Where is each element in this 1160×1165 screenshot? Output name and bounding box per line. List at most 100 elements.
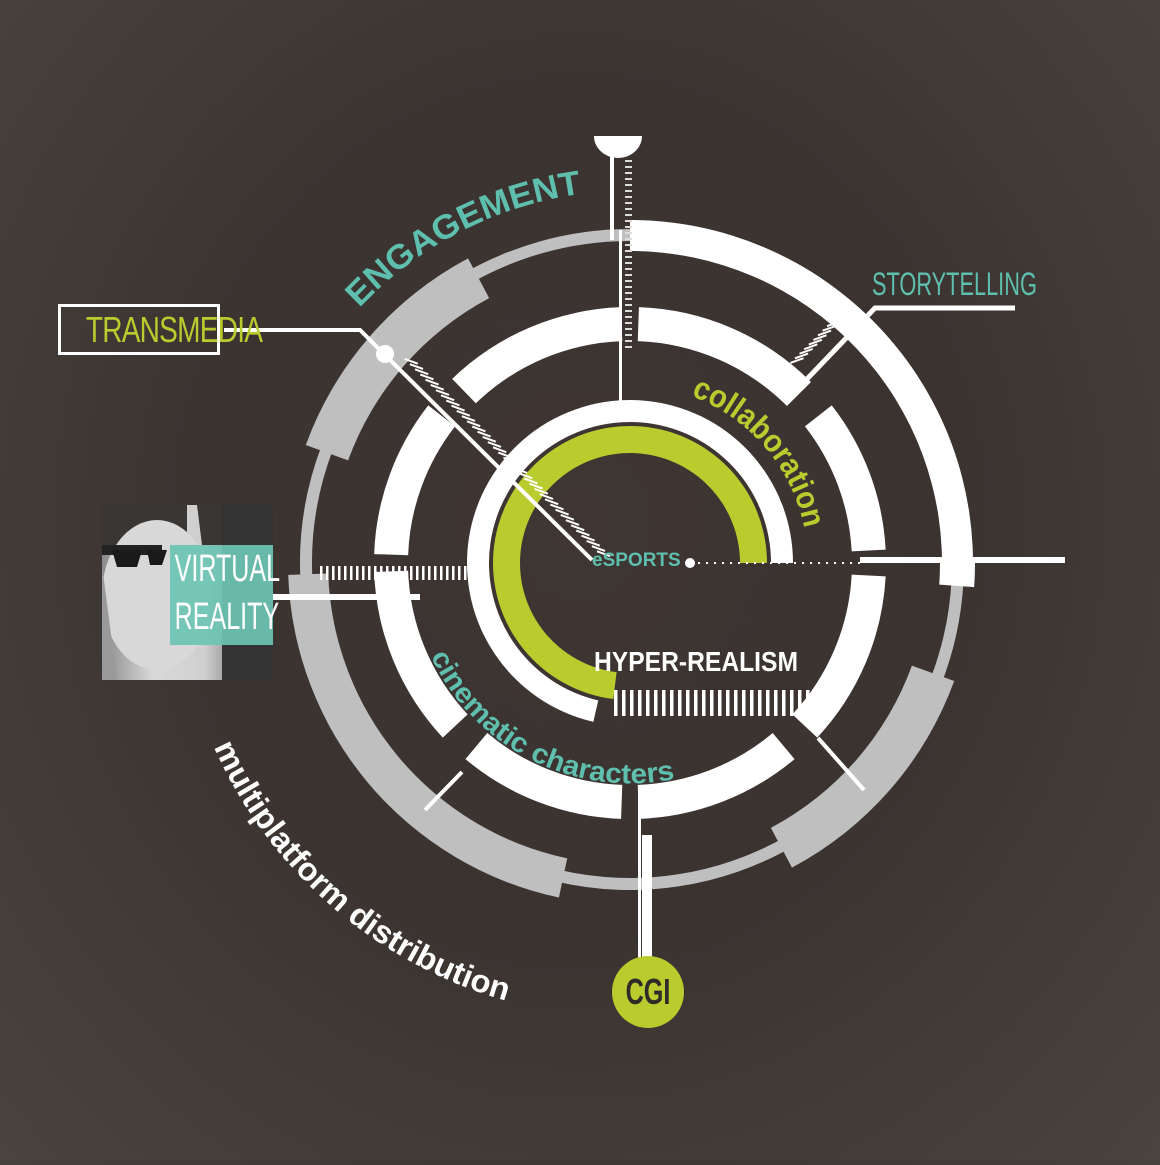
lower-right-line [816, 736, 866, 792]
right-axis-line [860, 557, 1065, 563]
hyper-realism-label-wrap: HYPER-REALISM [594, 646, 826, 678]
cgi-stem [638, 790, 641, 960]
esports-node [685, 558, 695, 568]
hyper-realism-tick [686, 690, 690, 716]
vr-tick [368, 566, 371, 580]
top-ladder-tick [625, 334, 632, 336]
hyper-realism-tick [790, 690, 794, 716]
transmedia-hatch [404, 357, 419, 365]
transmedia-hatch [492, 446, 507, 454]
transmedia-hatch [544, 498, 559, 506]
rings-group [288, 220, 975, 898]
storytelling-hatch [803, 343, 818, 351]
storytelling-hatch [822, 325, 837, 332]
middle-ring-segment [374, 405, 456, 556]
storytelling-hatch [794, 352, 809, 360]
hyper-realism-tick [638, 690, 642, 716]
vr-tick [332, 566, 335, 580]
transmedia-label: TRANSMEDIA [85, 309, 263, 350]
transmedia-hatch [596, 550, 611, 558]
hyper-realism-tick [654, 690, 658, 716]
transmedia-hatch [409, 363, 424, 370]
transmedia-hatch [503, 456, 517, 464]
storytelling-label: STORYTELLING [872, 266, 1037, 302]
hyper-realism-tick [750, 690, 754, 716]
cgi-label: CGI [625, 971, 671, 1012]
hyper-realism-tick [718, 690, 722, 716]
hyper-realism-tick [782, 690, 786, 716]
vr-tick [452, 566, 455, 580]
transmedia-hatch [471, 425, 486, 433]
transmedia-hatch [570, 524, 585, 532]
top-ladder-tick [625, 190, 632, 192]
transmedia-hatch [456, 410, 471, 417]
top-ladder-tick [625, 274, 632, 276]
vr-tick [320, 566, 323, 580]
transmedia-node [376, 345, 394, 363]
vr-tick [392, 566, 395, 580]
middle-ring-segment [465, 733, 623, 819]
outer-white-arc [630, 220, 973, 581]
cgi-badge: CGI [612, 956, 684, 1028]
virtual-reality-label-box: VIRTUAL REALITY [170, 545, 281, 645]
transmedia-hatch [461, 415, 476, 422]
gray-ring-thin-left [300, 444, 334, 587]
middle-ring-segment [804, 405, 886, 552]
transmedia-hatch [575, 529, 590, 537]
top-ladder-tick [625, 340, 632, 342]
transmedia-hatch [497, 451, 512, 459]
transmedia-hatch [581, 534, 595, 542]
transmedia-hatch [445, 399, 460, 407]
top-line [619, 230, 622, 417]
transmedia-hatch [466, 420, 481, 428]
top-ladder-tick [625, 178, 632, 180]
storytelling-hatch [790, 357, 804, 364]
vr-tick [464, 566, 467, 580]
cgi-stem-thick [642, 835, 652, 960]
top-ladder-tick [625, 232, 632, 234]
esports-label: eSPORTS [592, 550, 681, 571]
top-ladder-tick [625, 238, 632, 240]
storytelling-hatch [817, 329, 832, 337]
top-ladder-tick [625, 214, 632, 216]
tick-marks [320, 160, 841, 716]
top-ladder-tick [625, 310, 632, 312]
multiplatform-distribution-label: multiplatform distribution [207, 734, 514, 1007]
top-ladder-tick [625, 286, 632, 288]
transmedia-hatch [591, 545, 606, 552]
top-ladder-tick [625, 220, 632, 222]
vr-tick [374, 566, 377, 580]
vr-tick [440, 566, 443, 580]
top-ladder-tick [625, 316, 632, 318]
vr-tick [446, 566, 449, 580]
transmedia-hatch [565, 519, 580, 526]
top-ladder-tick [625, 256, 632, 258]
middle-ring-segment [637, 733, 795, 819]
vr-tick [362, 566, 365, 580]
vr-tick [356, 566, 359, 580]
transmedia-hatch [430, 384, 445, 391]
top-ladder-tick [625, 160, 632, 162]
storytelling-hatch [826, 320, 841, 328]
transmedia-hatch [586, 540, 601, 547]
virtual-label: VIRTUAL [174, 548, 281, 590]
transmedia-hatch [518, 472, 533, 480]
transmedia-hatch [549, 503, 564, 511]
transmedia-hatch [539, 493, 554, 500]
hyper-realism-tick [806, 690, 810, 716]
top-ladder-tick [625, 280, 632, 282]
transmedia-hatch [435, 389, 450, 396]
top-ladder-tick [625, 322, 632, 324]
hyper-realism-tick [646, 690, 650, 716]
transmedia-hatch [414, 368, 429, 376]
hyper-realism-tick [766, 690, 770, 716]
top-ladder-tick [625, 202, 632, 204]
vr-tick [428, 566, 431, 580]
outer-white-arc-end [939, 563, 975, 588]
top-ladder-tick [625, 292, 632, 294]
connector-lines [224, 136, 1065, 960]
gray-ring-thin-right [930, 579, 964, 683]
transmedia-hatch [508, 462, 523, 469]
